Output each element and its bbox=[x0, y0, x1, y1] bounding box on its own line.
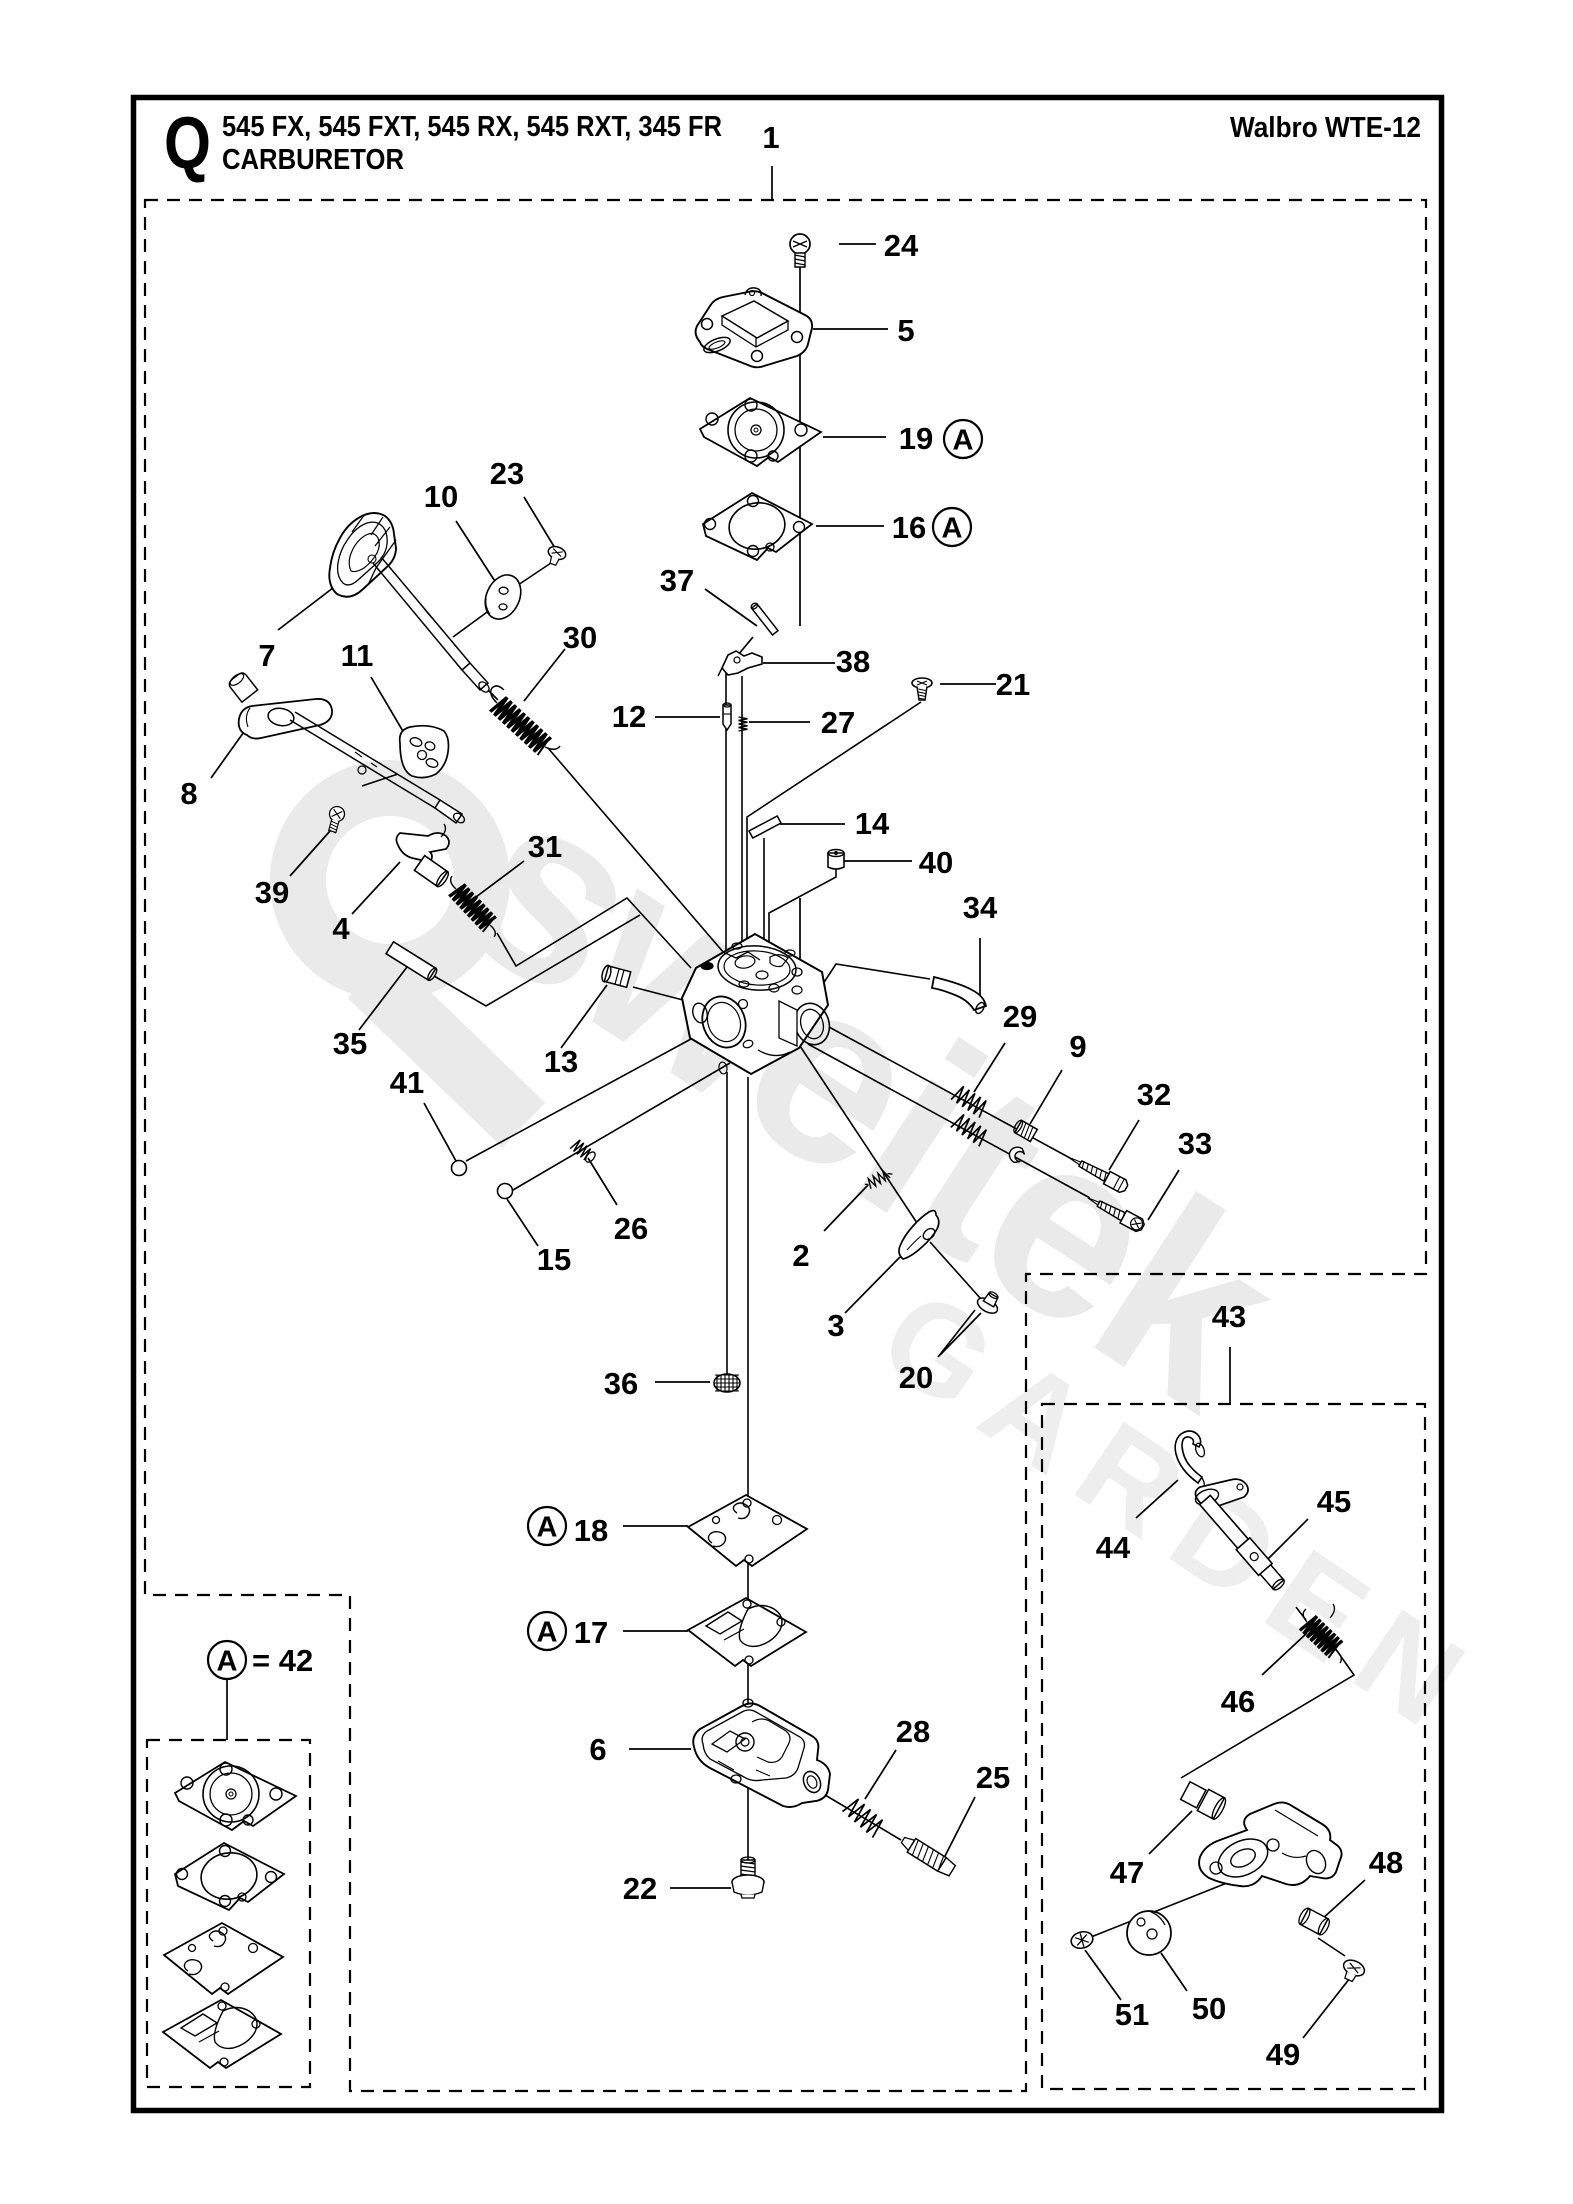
svg-text:1: 1 bbox=[762, 120, 779, 155]
svg-text:Walbro WTE-12: Walbro WTE-12 bbox=[1230, 112, 1421, 144]
svg-text:5: 5 bbox=[897, 313, 914, 348]
svg-text:16: 16 bbox=[892, 510, 926, 545]
svg-text:= 42: = 42 bbox=[252, 1643, 313, 1678]
svg-text:10: 10 bbox=[424, 479, 458, 514]
svg-text:15: 15 bbox=[537, 1242, 571, 1277]
svg-text:33: 33 bbox=[1178, 1126, 1212, 1161]
svg-text:32: 32 bbox=[1137, 1077, 1171, 1112]
svg-text:27: 27 bbox=[821, 705, 855, 740]
svg-text:43: 43 bbox=[1212, 1299, 1246, 1334]
svg-text:4: 4 bbox=[332, 911, 350, 946]
svg-text:34: 34 bbox=[963, 890, 998, 925]
svg-text:A: A bbox=[217, 1646, 238, 1678]
svg-text:36: 36 bbox=[604, 1366, 638, 1401]
svg-text:31: 31 bbox=[528, 829, 562, 864]
svg-text:26: 26 bbox=[614, 1211, 648, 1246]
svg-text:23: 23 bbox=[490, 456, 524, 491]
svg-text:24: 24 bbox=[884, 228, 919, 263]
svg-text:46: 46 bbox=[1221, 1684, 1255, 1719]
svg-text:22: 22 bbox=[623, 1871, 657, 1906]
svg-text:21: 21 bbox=[996, 667, 1030, 702]
svg-text:17: 17 bbox=[574, 1615, 608, 1650]
svg-text:13: 13 bbox=[544, 1044, 578, 1079]
svg-text:CARBURETOR: CARBURETOR bbox=[222, 144, 404, 176]
svg-text:545 FX, 545 FXT, 545 RX, 545 R: 545 FX, 545 FXT, 545 RX, 545 RXT, 345 FR bbox=[222, 111, 722, 143]
svg-text:25: 25 bbox=[976, 1760, 1010, 1795]
svg-text:8: 8 bbox=[180, 776, 197, 811]
svg-text:18: 18 bbox=[574, 1513, 608, 1548]
svg-text:44: 44 bbox=[1096, 1530, 1131, 1565]
svg-text:38: 38 bbox=[836, 644, 870, 679]
svg-text:2: 2 bbox=[792, 1238, 809, 1273]
svg-text:7: 7 bbox=[258, 638, 275, 673]
svg-text:14: 14 bbox=[855, 806, 890, 841]
svg-text:11: 11 bbox=[341, 638, 374, 673]
svg-text:9: 9 bbox=[1069, 1029, 1086, 1064]
svg-text:40: 40 bbox=[919, 845, 953, 880]
svg-text:28: 28 bbox=[896, 1714, 930, 1749]
svg-text:51: 51 bbox=[1115, 1997, 1149, 2032]
svg-text:29: 29 bbox=[1003, 999, 1037, 1034]
svg-text:Q: Q bbox=[164, 103, 211, 184]
svg-text:41: 41 bbox=[390, 1065, 424, 1100]
svg-text:37: 37 bbox=[660, 563, 694, 598]
svg-text:A: A bbox=[953, 425, 974, 457]
svg-text:3: 3 bbox=[827, 1308, 844, 1343]
svg-text:20: 20 bbox=[899, 1360, 933, 1395]
svg-text:49: 49 bbox=[1266, 2037, 1300, 2072]
svg-text:19: 19 bbox=[899, 421, 933, 456]
svg-text:6: 6 bbox=[589, 1732, 606, 1767]
svg-text:A: A bbox=[942, 513, 963, 545]
svg-text:39: 39 bbox=[255, 875, 289, 910]
svg-text:A: A bbox=[537, 1617, 558, 1649]
svg-text:48: 48 bbox=[1369, 1845, 1403, 1880]
svg-text:50: 50 bbox=[1192, 1991, 1226, 2026]
svg-text:47: 47 bbox=[1110, 1855, 1144, 1890]
svg-text:45: 45 bbox=[1317, 1484, 1351, 1519]
svg-text:30: 30 bbox=[563, 620, 597, 655]
svg-text:35: 35 bbox=[333, 1026, 367, 1061]
svg-text:12: 12 bbox=[612, 699, 646, 734]
svg-text:A: A bbox=[537, 1512, 558, 1544]
